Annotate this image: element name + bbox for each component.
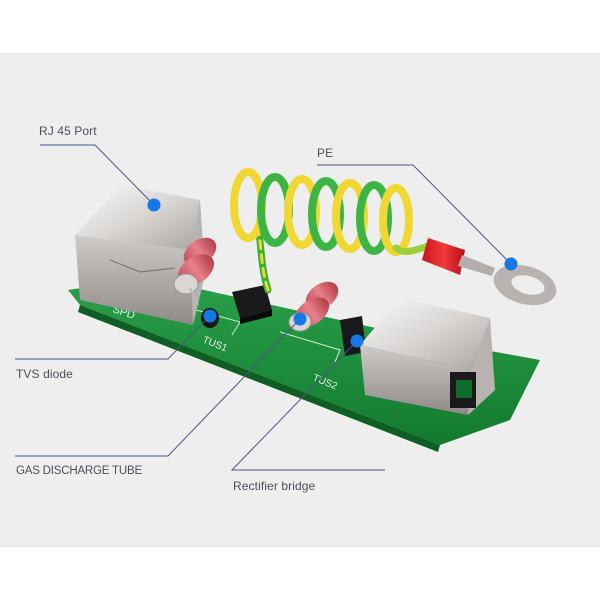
dot-rectifier xyxy=(350,334,364,348)
callout-label-pe: PE xyxy=(317,146,334,160)
callout-lines xyxy=(15,144,512,471)
callout-dots xyxy=(147,198,518,348)
gas-discharge-tube-1 xyxy=(173,237,217,306)
leader-gdt xyxy=(15,318,301,457)
pe-ring-terminal xyxy=(422,238,557,306)
leader-tvs xyxy=(15,315,211,360)
leader-rectifier xyxy=(230,340,385,471)
callout-label-tvs: TVS diode xyxy=(16,367,73,381)
leader-pe xyxy=(317,164,512,265)
dot-gdt xyxy=(293,312,307,326)
callout-label-rectifier: Rectifier bridge xyxy=(233,479,316,493)
leader-rj45 xyxy=(40,144,155,206)
dot-rj45 xyxy=(147,198,161,212)
callout-label-gdt: GAS DISCHARGE TUBE xyxy=(16,465,142,477)
pe-coiled-wire xyxy=(230,168,432,294)
dot-tvs xyxy=(203,309,217,323)
callout-label-rj45: RJ 45 Port xyxy=(39,124,97,138)
rectifier-bridge-1 xyxy=(232,285,272,324)
rj45-jack-right xyxy=(360,298,495,415)
dot-pe xyxy=(504,257,518,271)
